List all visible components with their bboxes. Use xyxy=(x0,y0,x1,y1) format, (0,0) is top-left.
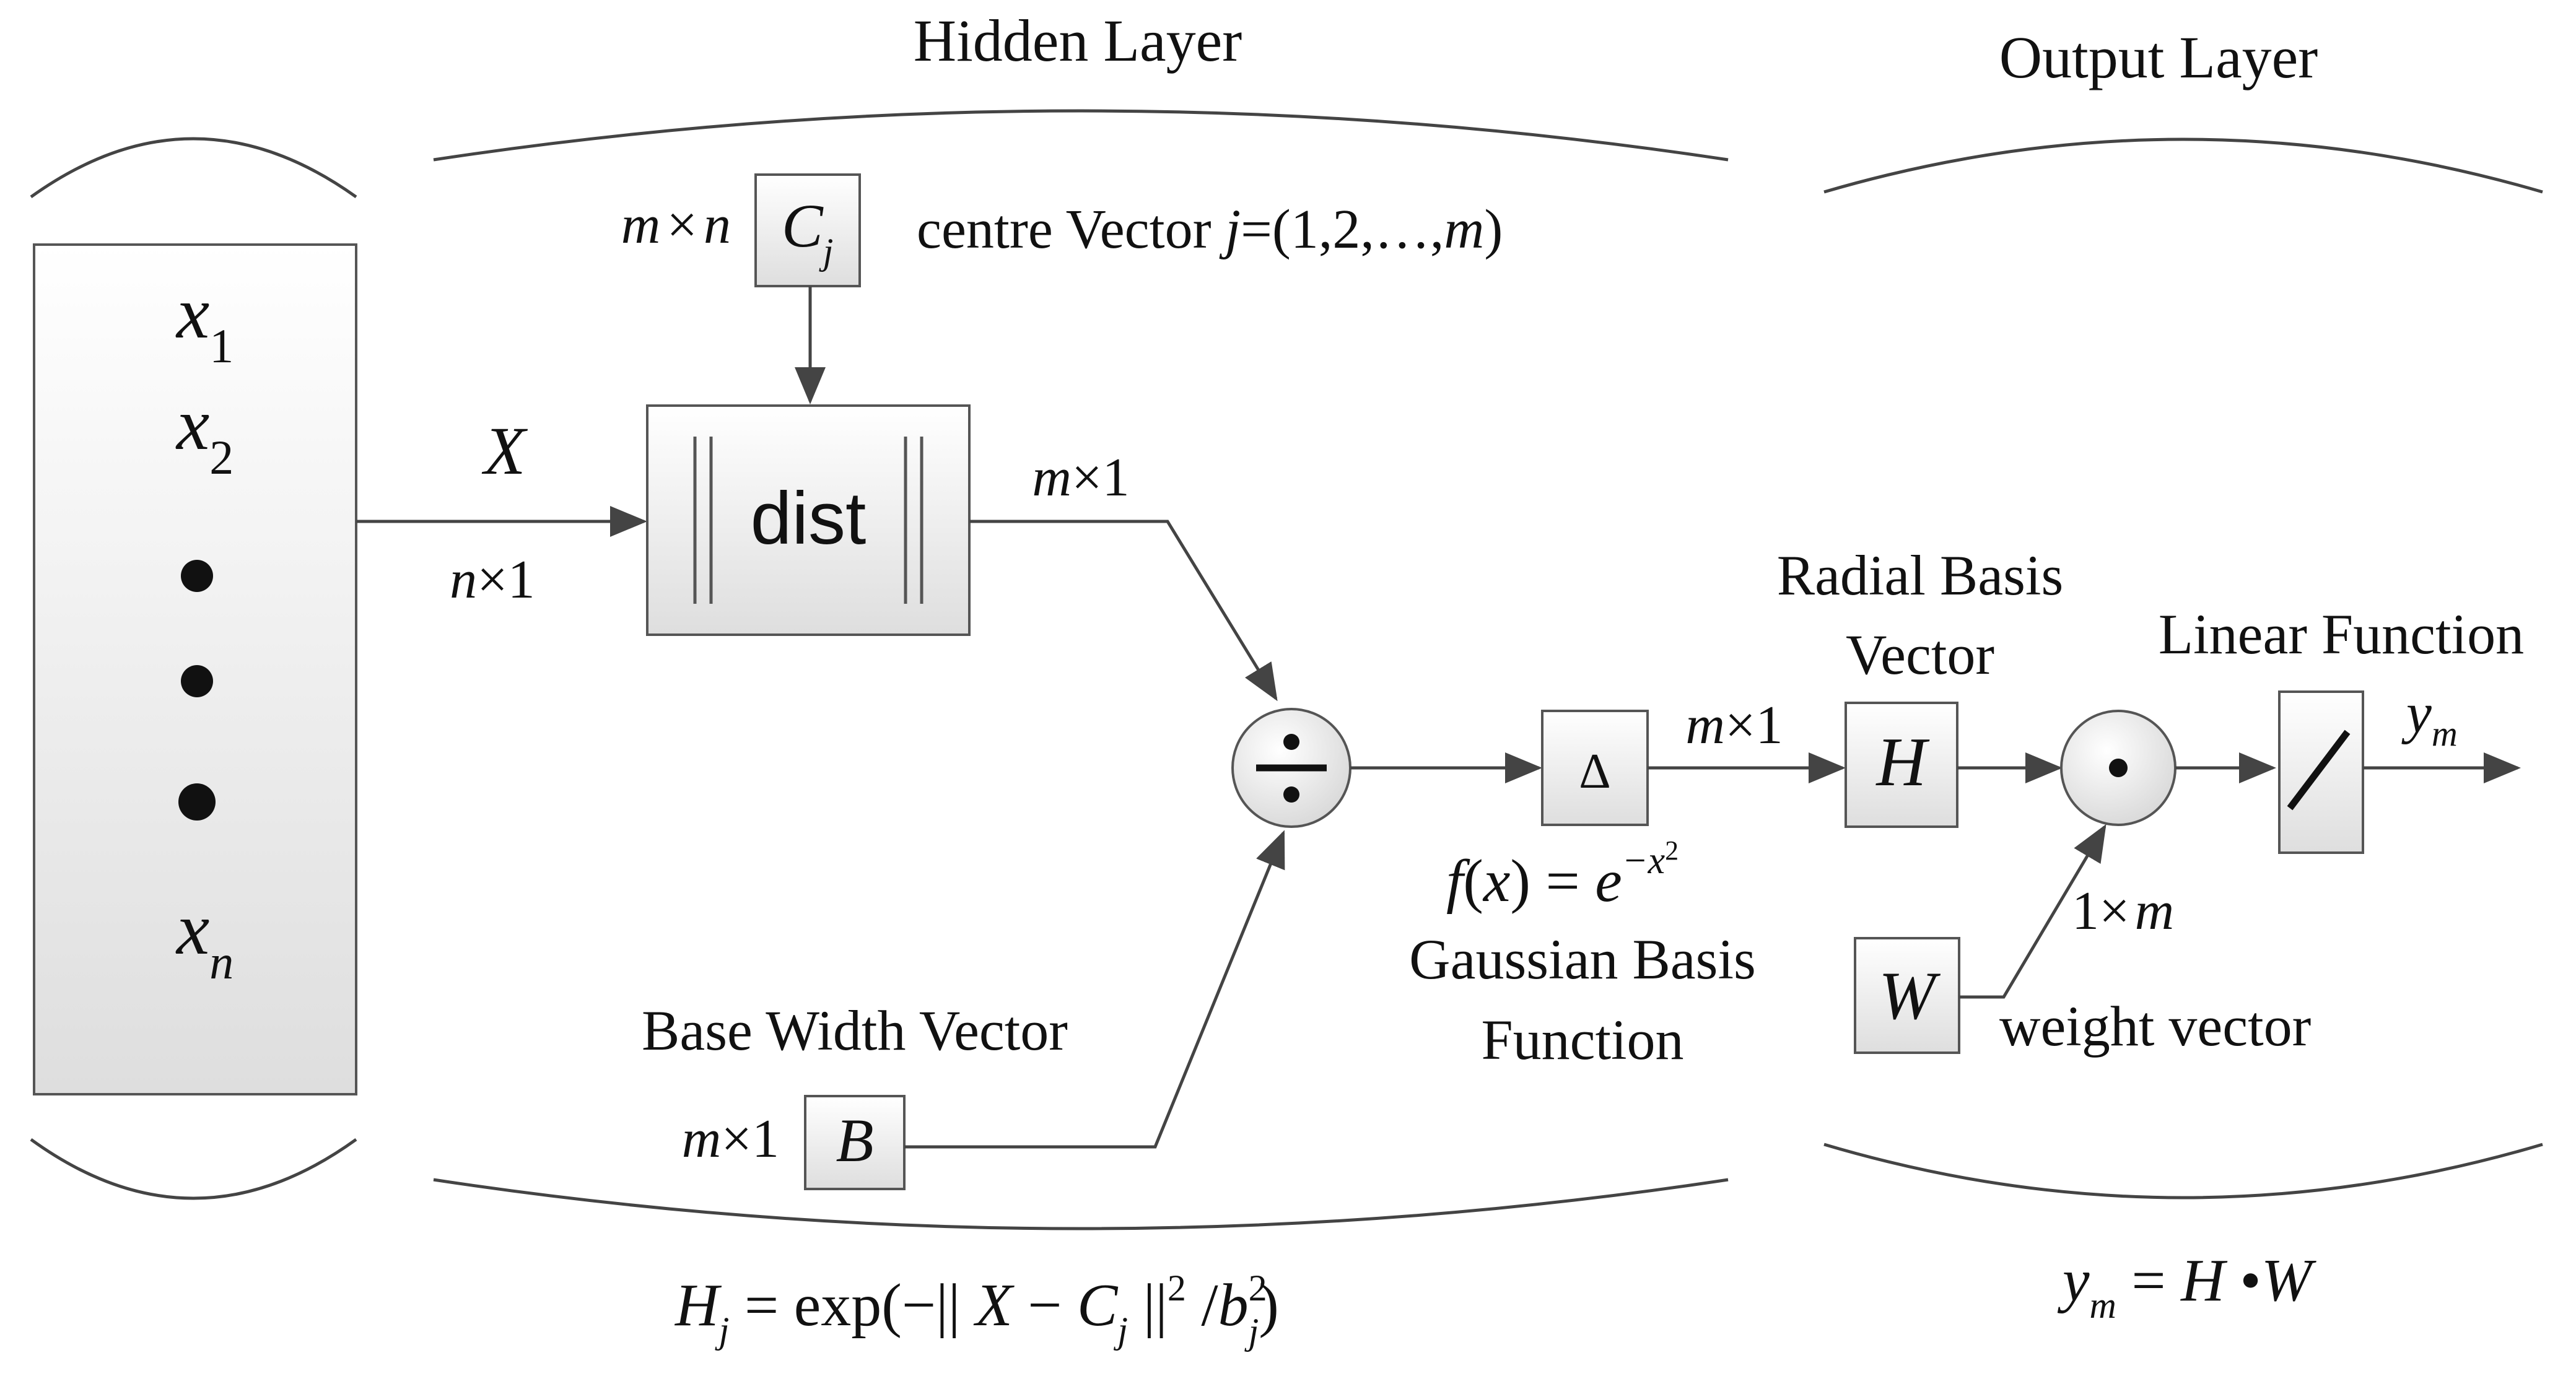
base-width-symbol: B xyxy=(836,1106,873,1175)
weight-block xyxy=(1854,937,1960,1054)
output-layer-top-bracket xyxy=(1823,137,2543,194)
input-xn: xn xyxy=(175,887,234,989)
weight-size: 1×m xyxy=(2072,881,2174,941)
gaussian-output-size: m×1 xyxy=(1685,695,1783,755)
ellipsis-dot-3 xyxy=(178,783,216,821)
radial-basis-title-line2: Vector xyxy=(1846,623,1994,686)
base-width-to-divide-arrow xyxy=(904,830,1285,1149)
ellipsis-dot-1 xyxy=(181,560,213,592)
gaussian-caption-line1: Gaussian Basis xyxy=(1409,928,1756,991)
dist-to-divide-arrow xyxy=(969,520,1278,702)
center-vector-symbol: Cj xyxy=(782,191,833,272)
hidden-layer-title: Hidden Layer xyxy=(914,7,1242,74)
hidden-layer-top-bracket xyxy=(433,109,1729,162)
input-signal-size: n×1 xyxy=(450,550,535,610)
dist-label: dist xyxy=(751,477,867,560)
linear-function-title: Linear Function xyxy=(2159,603,2524,666)
input-x1: x1 xyxy=(175,271,234,373)
gaussian-symbol: Δ xyxy=(1579,744,1610,799)
output-layer-bottom-bracket xyxy=(1823,1143,2543,1200)
divide-dot-top xyxy=(1283,734,1299,750)
linear-function-block xyxy=(2278,690,2364,854)
base-width-size: m×1 xyxy=(682,1109,779,1169)
base-width-block xyxy=(804,1095,906,1190)
hidden-layer-bottom-bracket xyxy=(433,1178,1729,1230)
dist-output-size: m×1 xyxy=(1032,448,1129,508)
weight-symbol: W xyxy=(1879,958,1941,1034)
ellipsis-dot-2 xyxy=(181,665,213,697)
gaussian-formula: f(x) = e−x2 xyxy=(1446,835,1679,915)
gaussian-block xyxy=(1541,710,1649,826)
gaussian-caption-line2: Function xyxy=(1481,1008,1683,1071)
linear-transfer-slope xyxy=(2287,729,2351,811)
dist-block xyxy=(646,404,971,636)
weight-to-dot-arrow xyxy=(1959,824,2107,999)
radial-basis-block xyxy=(1845,702,1958,828)
input-x2: x2 xyxy=(175,383,234,484)
input-layer-top-bracket xyxy=(30,137,357,199)
input-signal-symbol: X xyxy=(481,413,528,489)
output-layer-title: Output Layer xyxy=(1999,24,2318,90)
radial-basis-title-line1: Radial Basis xyxy=(1777,544,2064,607)
center-vector-description: centre Vector j=(1,2,…,m) xyxy=(917,199,1503,260)
base-width-title: Base Width Vector xyxy=(642,999,1068,1062)
dot-product-mark xyxy=(2109,759,2128,777)
divide-dot-bottom xyxy=(1283,786,1299,803)
output-layer-equation: ym = H •W xyxy=(2057,1247,2317,1326)
weight-caption: weight vector xyxy=(1999,995,2311,1058)
center-vector-block xyxy=(754,173,861,287)
linear-output-label: ym xyxy=(2401,681,2458,754)
radial-basis-symbol: H xyxy=(1875,724,1930,801)
input-layer-bottom-bracket xyxy=(30,1138,357,1200)
center-vector-size: m×n xyxy=(621,195,731,255)
